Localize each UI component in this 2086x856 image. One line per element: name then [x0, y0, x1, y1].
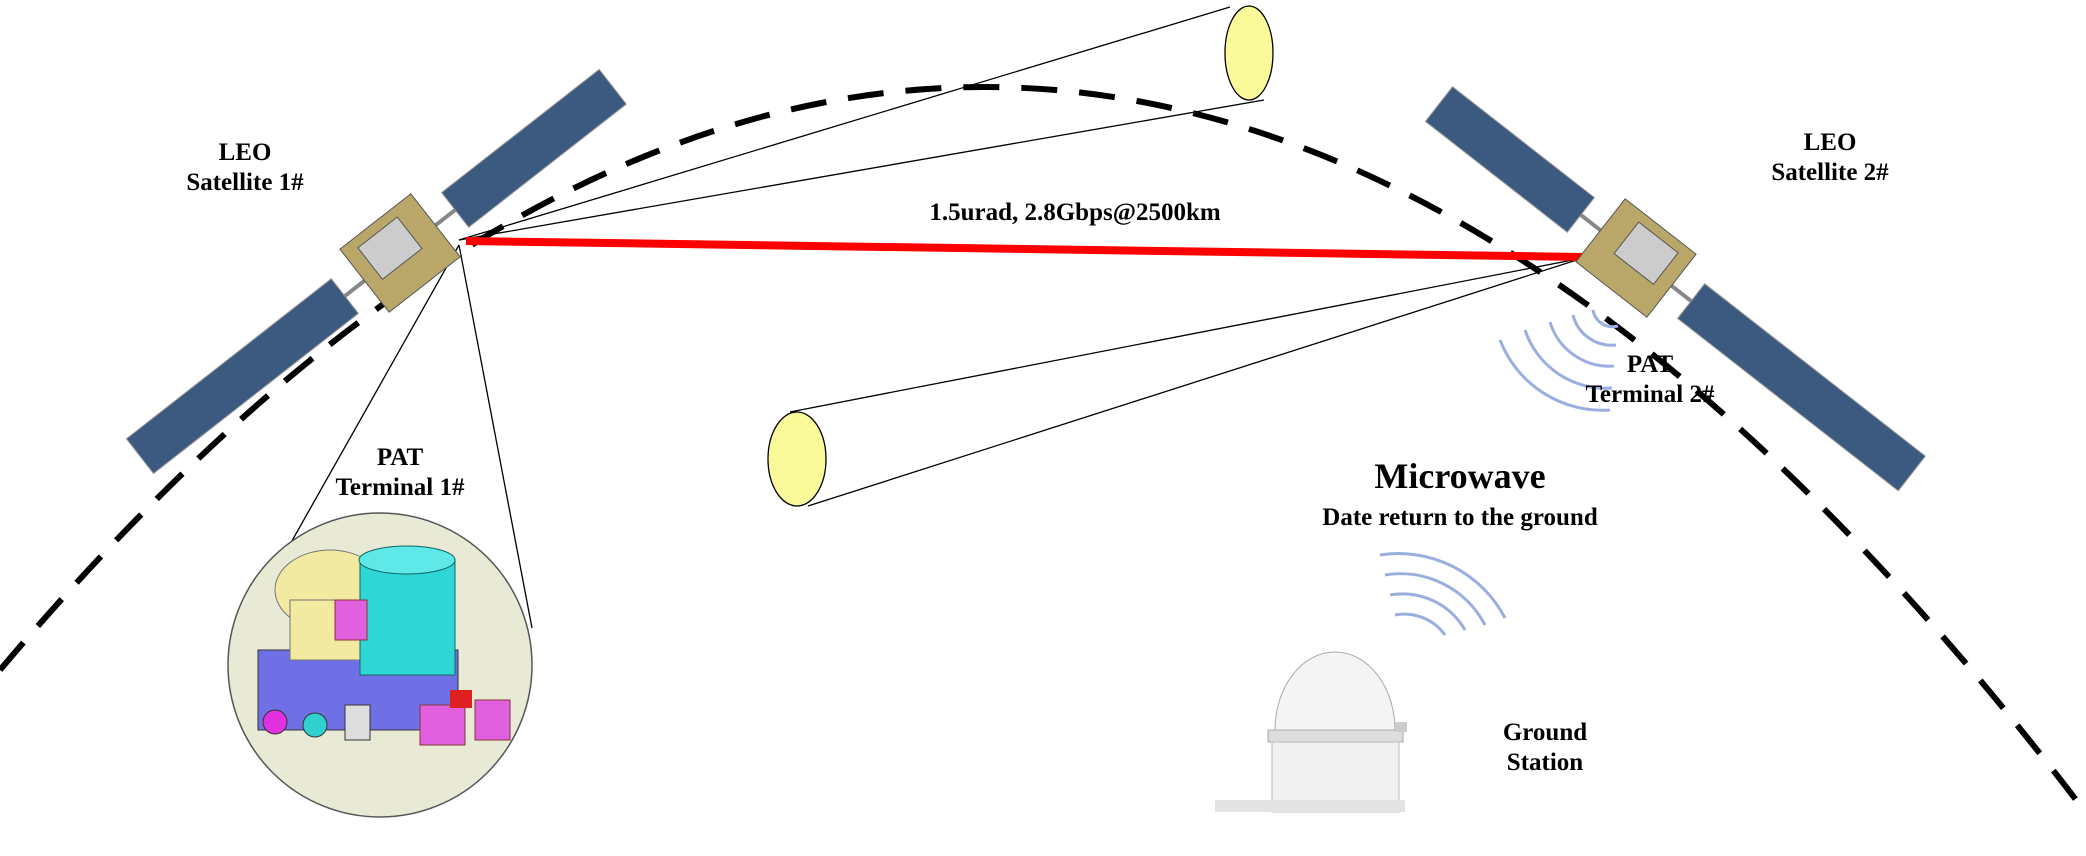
- ground-station: [1215, 651, 1407, 813]
- orbit-arc: [0, 84, 2083, 807]
- satellite-2-label: LEO Satellite 2#: [1745, 128, 1915, 188]
- satellite-2-label-line2: Satellite 2#: [1771, 159, 1889, 186]
- microwave-waves-satellite: [1498, 309, 1619, 412]
- ground-station-label-line1: Ground: [1502, 719, 1588, 746]
- pat-terminal-2-label: PAT Terminal 2#: [1565, 350, 1735, 410]
- satellite-1-label-line2: Satellite 1#: [186, 169, 304, 196]
- pat-terminal-2-label-line1: PAT: [1626, 351, 1674, 378]
- ground-station-label: Ground Station: [1470, 718, 1620, 778]
- microwave-title: Microwave: [1374, 456, 1546, 496]
- pat-terminal-2-label-line2: Terminal 2#: [1585, 381, 1715, 408]
- satellite-1-label-line1: LEO: [218, 139, 272, 166]
- beam-cone-lower: [767, 257, 1584, 507]
- link-label: 1.5urad, 2.8Gbps@2500km: [929, 199, 1221, 226]
- microwave-waves-ground: [1379, 552, 1507, 636]
- satellite-1-label: LEO Satellite 1#: [160, 138, 330, 198]
- pat-terminal-1-label: PAT Terminal 1#: [315, 443, 485, 503]
- ground-station-label-line2: Station: [1506, 749, 1584, 776]
- satellite-1: [125, 68, 628, 475]
- pat-terminal-1-label-line1: PAT: [376, 444, 424, 471]
- pat-terminal-detail: [227, 512, 533, 818]
- satellite-2-label-line1: LEO: [1803, 129, 1857, 156]
- microwave-subtitle: Date return to the ground: [1322, 504, 1598, 531]
- laser-link: [465, 237, 1584, 261]
- satellite-2: [1424, 86, 1927, 492]
- pat-terminal-1-label-line2: Terminal 1#: [335, 474, 465, 501]
- beam-cone-upper: [458, 5, 1274, 241]
